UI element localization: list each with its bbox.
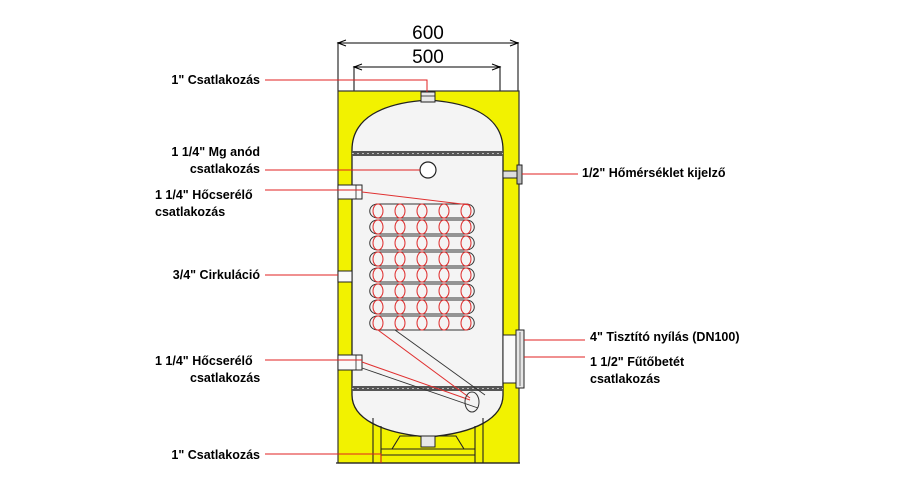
coil-turn xyxy=(460,251,472,267)
coil-turn xyxy=(460,235,472,251)
coil-outlet-pipe xyxy=(377,329,471,399)
label-hx-top: 1 1/4" Hőcserélő csatlakozás xyxy=(155,187,253,221)
label-hx-bottom: 1 1/4" Hőcserélő csatlakozás xyxy=(155,353,260,387)
label-bottom-connection: 1" Csatlakozás xyxy=(160,447,260,464)
tank-body xyxy=(351,99,504,438)
label-heater-line1: 1 1/2" Fűtőbetét xyxy=(590,355,685,369)
label-thermometer: 1/2" Hőmérséklet kijelző xyxy=(582,165,726,182)
label-thermometer-text: 1/2" Hőmérséklet kijelző xyxy=(582,166,726,180)
coil-turn xyxy=(460,299,472,315)
coil-turn xyxy=(460,315,472,331)
label-hx-bottom-line1: 1 1/4" Hőcserélő xyxy=(155,354,253,368)
anode-port xyxy=(419,161,437,179)
coil-turn xyxy=(416,203,428,219)
coil-turn xyxy=(416,299,428,315)
circulation-fitting xyxy=(337,270,353,283)
label-cleaning-opening: 4" Tisztító nyílás (DN100) xyxy=(590,329,740,346)
coil-turn xyxy=(372,219,384,235)
cleaning-opening-flange xyxy=(502,329,525,389)
coil-turn xyxy=(438,283,450,299)
label-heater: 1 1/2" Fűtőbetét csatlakozás xyxy=(590,354,684,388)
coil-turn xyxy=(394,315,406,331)
coil-turn xyxy=(416,283,428,299)
label-anode: 1 1/4" Mg anód csatlakozás xyxy=(140,144,260,178)
coil-turn xyxy=(394,299,406,315)
top-connection-nozzle xyxy=(420,91,436,103)
coil-turn xyxy=(438,267,450,283)
leader-lines xyxy=(265,79,585,463)
heat-exchanger-coil xyxy=(361,191,486,413)
coil-turn xyxy=(394,267,406,283)
label-bottom-connection-text: 1" Csatlakozás xyxy=(171,448,260,462)
label-anode-line1: 1 1/4" Mg anód xyxy=(171,145,260,159)
coil-turn xyxy=(438,235,450,251)
label-top-connection: 1" Csatlakozás xyxy=(160,72,260,89)
coil-turn xyxy=(416,267,428,283)
label-cleaning-opening-text: 4" Tisztító nyílás (DN100) xyxy=(590,330,740,344)
coil-turn xyxy=(416,251,428,267)
coil-turn xyxy=(438,299,450,315)
coil-turn xyxy=(394,235,406,251)
coil-inlet-pipe xyxy=(361,191,471,206)
coil-outlet-pipe-edge xyxy=(394,329,486,396)
coil-turn xyxy=(372,267,384,283)
coil-turn xyxy=(394,283,406,299)
coil-turn xyxy=(416,315,428,331)
coil-turn xyxy=(372,235,384,251)
coil-turn xyxy=(438,251,450,267)
coil-turn xyxy=(372,203,384,219)
coil-turn xyxy=(416,235,428,251)
coil-turn xyxy=(372,299,384,315)
coil-turn xyxy=(394,219,406,235)
hx-top-fitting xyxy=(337,184,363,200)
label-hx-top-line1: 1 1/4" Hőcserélő xyxy=(155,188,253,202)
coil-outlet-pipe xyxy=(361,361,471,401)
label-anode-line2: csatlakozás xyxy=(189,162,260,176)
coil-turn xyxy=(394,203,406,219)
coil-outlet-elbow xyxy=(464,391,480,413)
hx-bottom-fitting xyxy=(337,354,363,371)
coil-turn xyxy=(460,267,472,283)
coil-turn xyxy=(460,203,472,219)
coil-turn xyxy=(372,251,384,267)
inner-width-dimension: 500 xyxy=(412,47,444,68)
bottom-connection-nozzle xyxy=(420,435,436,448)
label-hx-bottom-line2: csatlakozás xyxy=(190,371,261,385)
label-top-connection-text: 1" Csatlakozás xyxy=(171,73,260,87)
coil-turn xyxy=(438,315,450,331)
label-heater-line2: csatlakozás xyxy=(590,372,661,386)
coil-turn xyxy=(460,283,472,299)
coil-turn xyxy=(394,251,406,267)
label-circulation-text: 3/4" Cirkuláció xyxy=(172,268,260,282)
coil-outlet-pipe-edge xyxy=(361,367,479,409)
coil-turn xyxy=(438,203,450,219)
outer-width-dimension: 600 xyxy=(412,23,444,44)
coil-turn xyxy=(438,219,450,235)
label-circulation: 3/4" Cirkuláció xyxy=(140,267,260,284)
dimension-lines xyxy=(336,39,520,96)
coil-turn xyxy=(460,219,472,235)
coil-turn xyxy=(416,219,428,235)
coil-turn xyxy=(372,283,384,299)
label-hx-top-line2: csatlakozás xyxy=(155,205,226,219)
support-legs xyxy=(372,418,484,464)
flange-bands xyxy=(352,151,503,391)
